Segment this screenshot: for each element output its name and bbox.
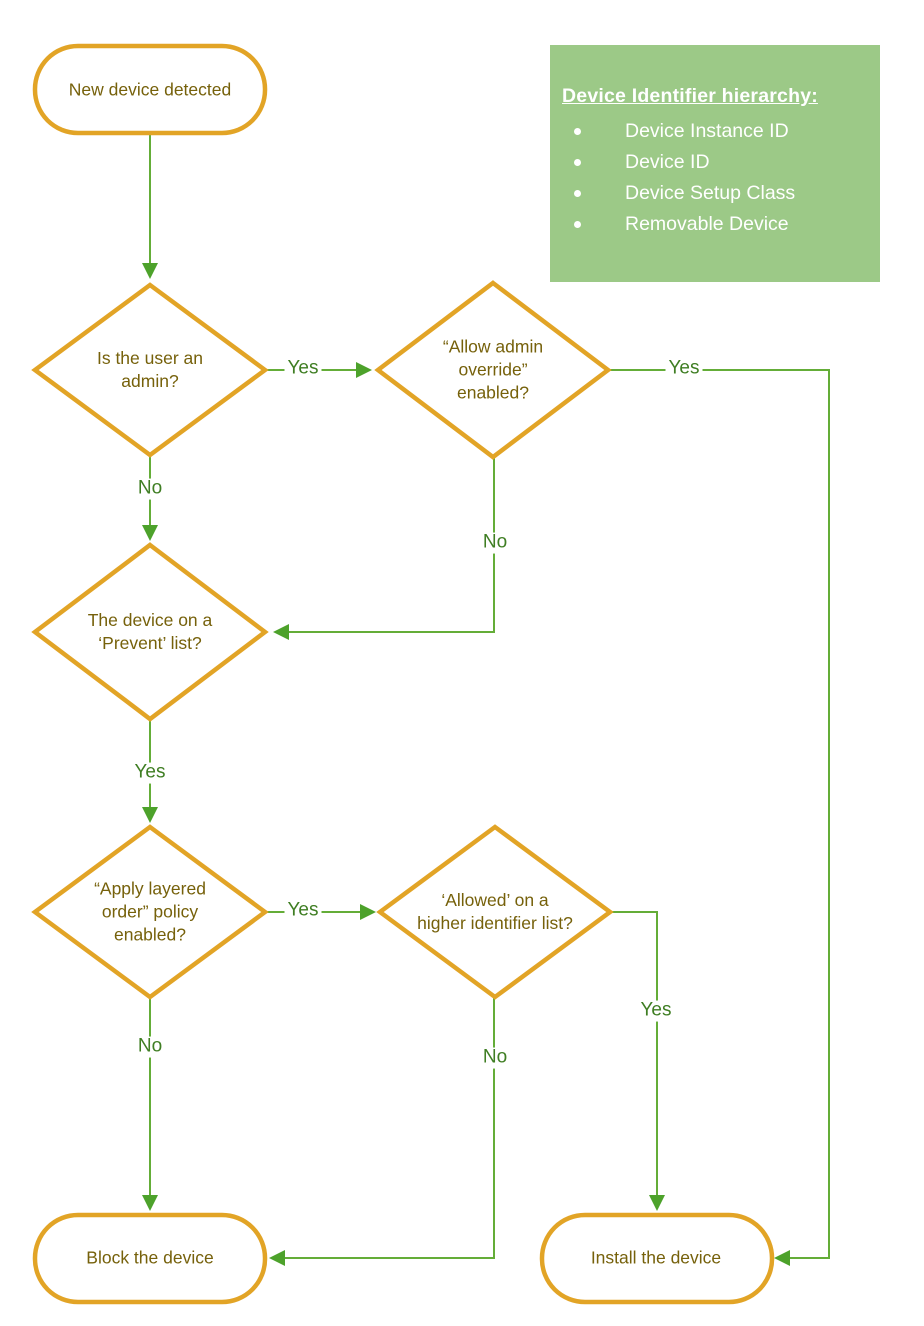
terminal-start-shape xyxy=(32,43,268,136)
decision-allowed-shape xyxy=(376,824,614,1000)
decision-prevent-label: The device on a ‘Prevent’ list? xyxy=(87,609,213,653)
edge-label-override-yes: Yes xyxy=(665,358,703,380)
terminal-install-label: Install the device xyxy=(590,1247,722,1268)
decision-override-shape xyxy=(374,280,612,460)
edge-override-no-to-prevent xyxy=(273,457,495,640)
bullet-icon xyxy=(574,221,581,228)
decision-admin-label: Is the user an admin? xyxy=(96,347,204,391)
bullet-icon xyxy=(574,190,581,197)
edge-label-allowed-yes: Yes xyxy=(637,1000,675,1022)
edge-override-yes-to-install xyxy=(608,369,830,1266)
hierarchy-item: Removable Device xyxy=(562,209,868,240)
edge-allowed-yes-to-install xyxy=(608,911,665,1211)
bullet-icon xyxy=(574,159,581,166)
decision-admin-shape xyxy=(31,282,269,458)
decision-layered-shape xyxy=(31,824,269,1000)
hierarchy-item: Device Setup Class xyxy=(562,178,868,209)
hierarchy-item-label: Device Instance ID xyxy=(625,120,789,142)
bullet-icon xyxy=(574,128,581,135)
edge-label-allowed-no: No xyxy=(479,1047,511,1069)
decision-prevent-shape xyxy=(31,542,269,722)
device-identifier-hierarchy-box: Device Identifier hierarchy: Device Inst… xyxy=(550,45,880,282)
terminal-block-shape xyxy=(32,1212,268,1305)
edge-label-prevent-yes: Yes xyxy=(131,762,169,784)
hierarchy-box-title: Device Identifier hierarchy: xyxy=(562,85,818,107)
edge-label-admin-no: No xyxy=(134,478,166,500)
decision-allowed-label: ‘Allowed’ on a higher identifier list? xyxy=(417,889,573,933)
edge-label-admin-yes: Yes xyxy=(284,358,322,380)
hierarchy-item-label: Device ID xyxy=(625,151,710,173)
edge-allowed-no-to-block xyxy=(269,997,495,1266)
decision-override-label: “Allow admin override” enabled? xyxy=(442,336,544,403)
edge-label-override-no: No xyxy=(479,532,511,554)
hierarchy-item-label: Removable Device xyxy=(625,213,789,235)
terminal-start-label: New device detected xyxy=(68,79,232,100)
hierarchy-item: Device ID xyxy=(562,147,868,178)
terminal-install-shape xyxy=(539,1212,775,1305)
hierarchy-item-label: Device Setup Class xyxy=(625,182,796,204)
edge-label-layered-yes: Yes xyxy=(284,900,322,922)
hierarchy-item: Device Instance ID xyxy=(562,116,868,147)
decision-layered-label: “Apply layered order” policy enabled? xyxy=(94,878,206,945)
edge-label-layered-no: No xyxy=(134,1036,166,1058)
terminal-block-label: Block the device xyxy=(86,1247,214,1268)
